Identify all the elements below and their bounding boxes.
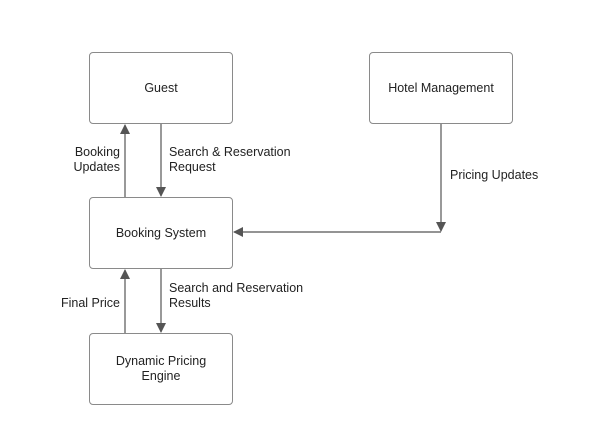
- edge-label-final-price: Final Price: [60, 296, 120, 310]
- node-guest: Guest: [89, 52, 233, 124]
- node-hotel-management: Hotel Management: [369, 52, 513, 124]
- edge-label-search-reservation-results: Search and Reservation Results: [169, 281, 304, 310]
- edge-label-search-reservation-request: Search & Reservation Request: [169, 145, 291, 174]
- node-dynamic-pricing-engine: Dynamic Pricing Engine: [89, 333, 233, 405]
- node-booking-system: Booking System: [89, 197, 233, 269]
- edge-label-pricing-updates: Pricing Updates: [450, 168, 539, 182]
- edge-label-booking-updates: Booking Updates: [73, 145, 120, 174]
